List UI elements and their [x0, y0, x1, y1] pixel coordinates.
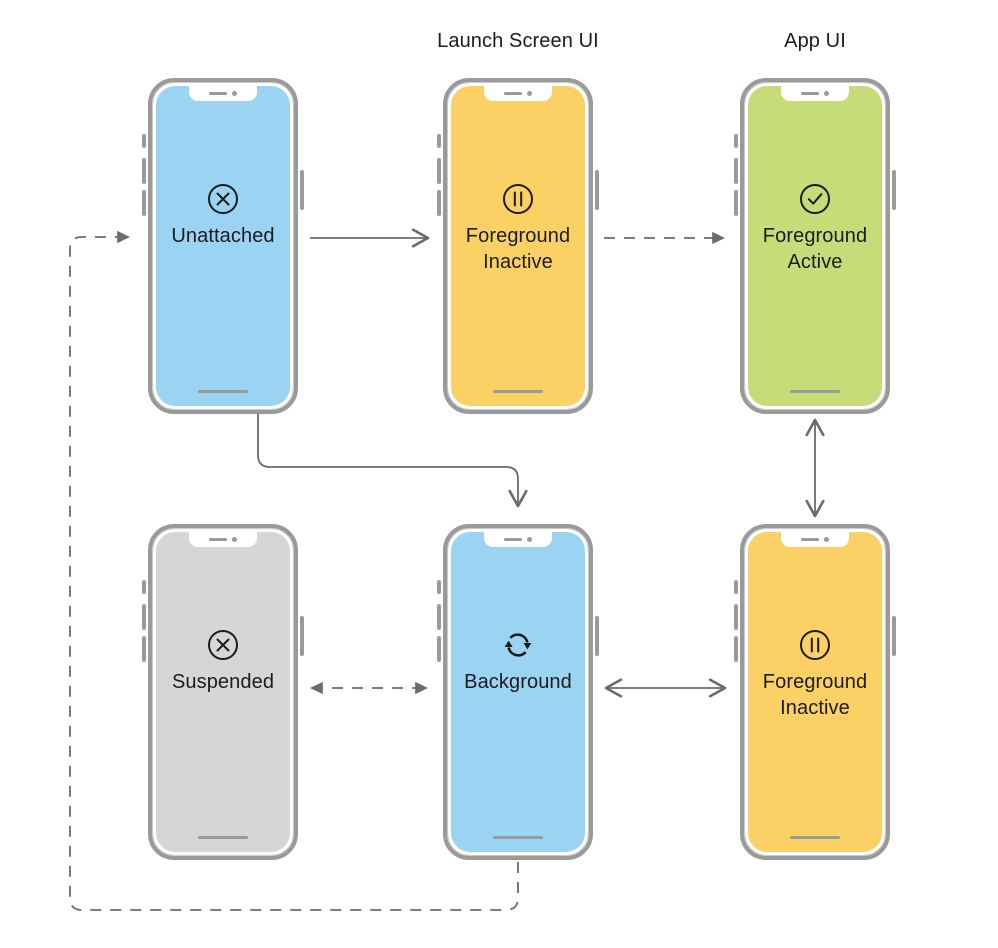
home-indicator	[198, 835, 248, 839]
notch	[781, 532, 849, 547]
volume-up-button	[142, 158, 146, 184]
camera-icon	[824, 537, 829, 542]
state-label: Foreground Inactive	[465, 225, 571, 274]
silent-switch	[437, 580, 441, 594]
connector-unattached-to-background	[257, 414, 528, 508]
refresh-arrows-icon	[501, 628, 535, 662]
power-button	[892, 616, 896, 656]
camera-icon	[232, 537, 237, 542]
phone-screen: Foreground Inactive	[748, 532, 882, 852]
phone-inner-edge	[152, 528, 294, 856]
speaker-icon	[209, 538, 227, 541]
phone-inner-edge	[447, 528, 589, 856]
phone-inner-edge	[152, 82, 294, 410]
state-label: Unattached	[171, 225, 275, 247]
silent-switch	[142, 580, 146, 594]
circle-x-icon	[206, 182, 240, 216]
notch	[484, 532, 552, 547]
phone-suspended[interactable]: Suspended	[140, 524, 306, 860]
home-indicator	[790, 389, 840, 393]
volume-down-button	[734, 636, 738, 662]
silent-switch	[734, 134, 738, 148]
power-button	[300, 616, 304, 656]
volume-up-button	[437, 158, 441, 184]
home-indicator	[790, 835, 840, 839]
state-label: Foreground Inactive	[762, 671, 868, 720]
notch	[189, 86, 257, 101]
speaker-icon	[209, 92, 227, 95]
column-header-launch-screen-ui: Launch Screen UI	[437, 30, 599, 52]
notch	[781, 86, 849, 101]
volume-up-button	[734, 604, 738, 630]
speaker-icon	[801, 538, 819, 541]
speaker-icon	[504, 538, 522, 541]
phone-screen: Foreground Active	[748, 86, 882, 406]
speaker-icon	[504, 92, 522, 95]
volume-down-button	[437, 190, 441, 216]
speaker-icon	[801, 92, 819, 95]
silent-switch	[142, 134, 146, 148]
phone-foreground-active[interactable]: Foreground Active	[732, 78, 898, 414]
home-indicator	[198, 389, 248, 393]
volume-down-button	[142, 190, 146, 216]
phone-background[interactable]: Background	[435, 524, 601, 860]
state-label: Suspended	[171, 671, 275, 693]
camera-icon	[527, 537, 532, 542]
power-button	[595, 616, 599, 656]
camera-icon	[824, 91, 829, 96]
phone-inner-edge	[744, 82, 886, 410]
state-label: Foreground Active	[762, 225, 868, 274]
notch	[189, 532, 257, 547]
phone-screen: Unattached	[156, 86, 290, 406]
volume-down-button	[437, 636, 441, 662]
circle-pause-icon	[501, 182, 535, 216]
phone-unattached[interactable]: Unattached	[140, 78, 306, 414]
volume-down-button	[142, 636, 146, 662]
power-button	[595, 170, 599, 210]
circle-pause-icon	[798, 628, 832, 662]
silent-switch	[437, 134, 441, 148]
power-button	[892, 170, 896, 210]
phone-screen: Foreground Inactive	[451, 86, 585, 406]
column-header-app-ui: App UI	[784, 30, 846, 52]
camera-icon	[527, 91, 532, 96]
camera-icon	[232, 91, 237, 96]
state-label: Background	[464, 671, 572, 693]
phone-screen: Background	[451, 532, 585, 852]
volume-down-button	[734, 190, 738, 216]
power-button	[300, 170, 304, 210]
volume-up-button	[734, 158, 738, 184]
circle-x-icon	[206, 628, 240, 662]
phone-inner-edge	[744, 528, 886, 856]
home-indicator	[493, 835, 543, 839]
phone-inner-edge	[447, 82, 589, 410]
notch	[484, 86, 552, 101]
home-indicator	[493, 389, 543, 393]
circle-check-icon	[798, 182, 832, 216]
silent-switch	[734, 580, 738, 594]
phone-screen: Suspended	[156, 532, 290, 852]
volume-up-button	[142, 604, 146, 630]
phone-foreground-inactive-launch[interactable]: Foreground Inactive	[435, 78, 601, 414]
phone-foreground-inactive-app[interactable]: Foreground Inactive	[732, 524, 898, 860]
volume-up-button	[437, 604, 441, 630]
